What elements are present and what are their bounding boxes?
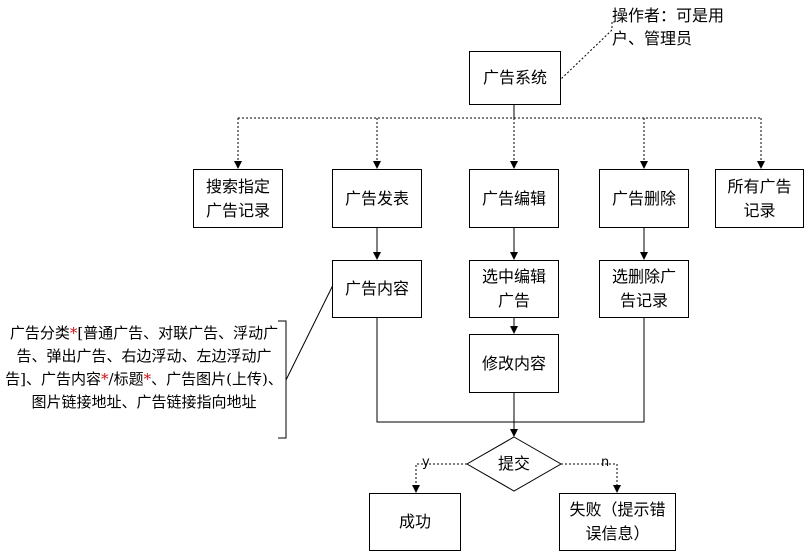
required-mark-1: * [69,324,78,342]
operator-note: 操作者：可是用户、管理员 [612,6,725,48]
ad-fields-note: 广告分类*[普通广告、对联广告、浮动广告、弹出广告、右边浮动、左边浮动广告]、广… [2,322,286,414]
select-edit-box: 选中编辑广告 [469,260,559,318]
publish-ad-box: 广告发表 [332,169,422,228]
success-box: 成功 [369,493,461,551]
ad-fields-part3: /标题 [108,370,144,388]
line-content-merge [376,317,514,423]
note-bracket [278,320,287,439]
select-delete-box: 选删除广告记录 [599,260,689,318]
ad-system-box: 广告系统 [469,51,561,105]
submit-label: 提交 [497,454,530,473]
modify-content-box: 修改内容 [469,334,559,393]
no-label: n [601,455,610,470]
delete-ad-box: 广告删除 [599,169,689,228]
operator-callout-line [559,22,613,81]
all-records-box: 所有广告记录 [715,169,804,228]
fail-box: 失败（提示错误信息） [559,493,676,551]
line-delete-merge [514,317,645,423]
ad-fields-part1: 广告分类 [9,324,70,342]
ad-content-box: 广告内容 [332,260,422,318]
yes-label: y [422,455,430,470]
ad-fields-part4: 、广告图片(上传)、图片链接地址、广告链接指向地址 [31,370,283,411]
search-records-box: 搜索指定广告记录 [193,169,283,228]
note-callout-line [285,284,334,381]
arrow-yes [412,463,467,493]
ad-fields-part2: [普通广告、对联广告、浮动广告、弹出广告、右边浮动、左边浮动广告]、广告内容 [5,324,279,388]
submit-diamond [465,436,563,492]
required-mark-3: * [143,370,152,388]
edit-ad-box: 广告编辑 [469,169,559,228]
required-mark-2: * [101,370,109,388]
arrow-no [561,463,621,493]
